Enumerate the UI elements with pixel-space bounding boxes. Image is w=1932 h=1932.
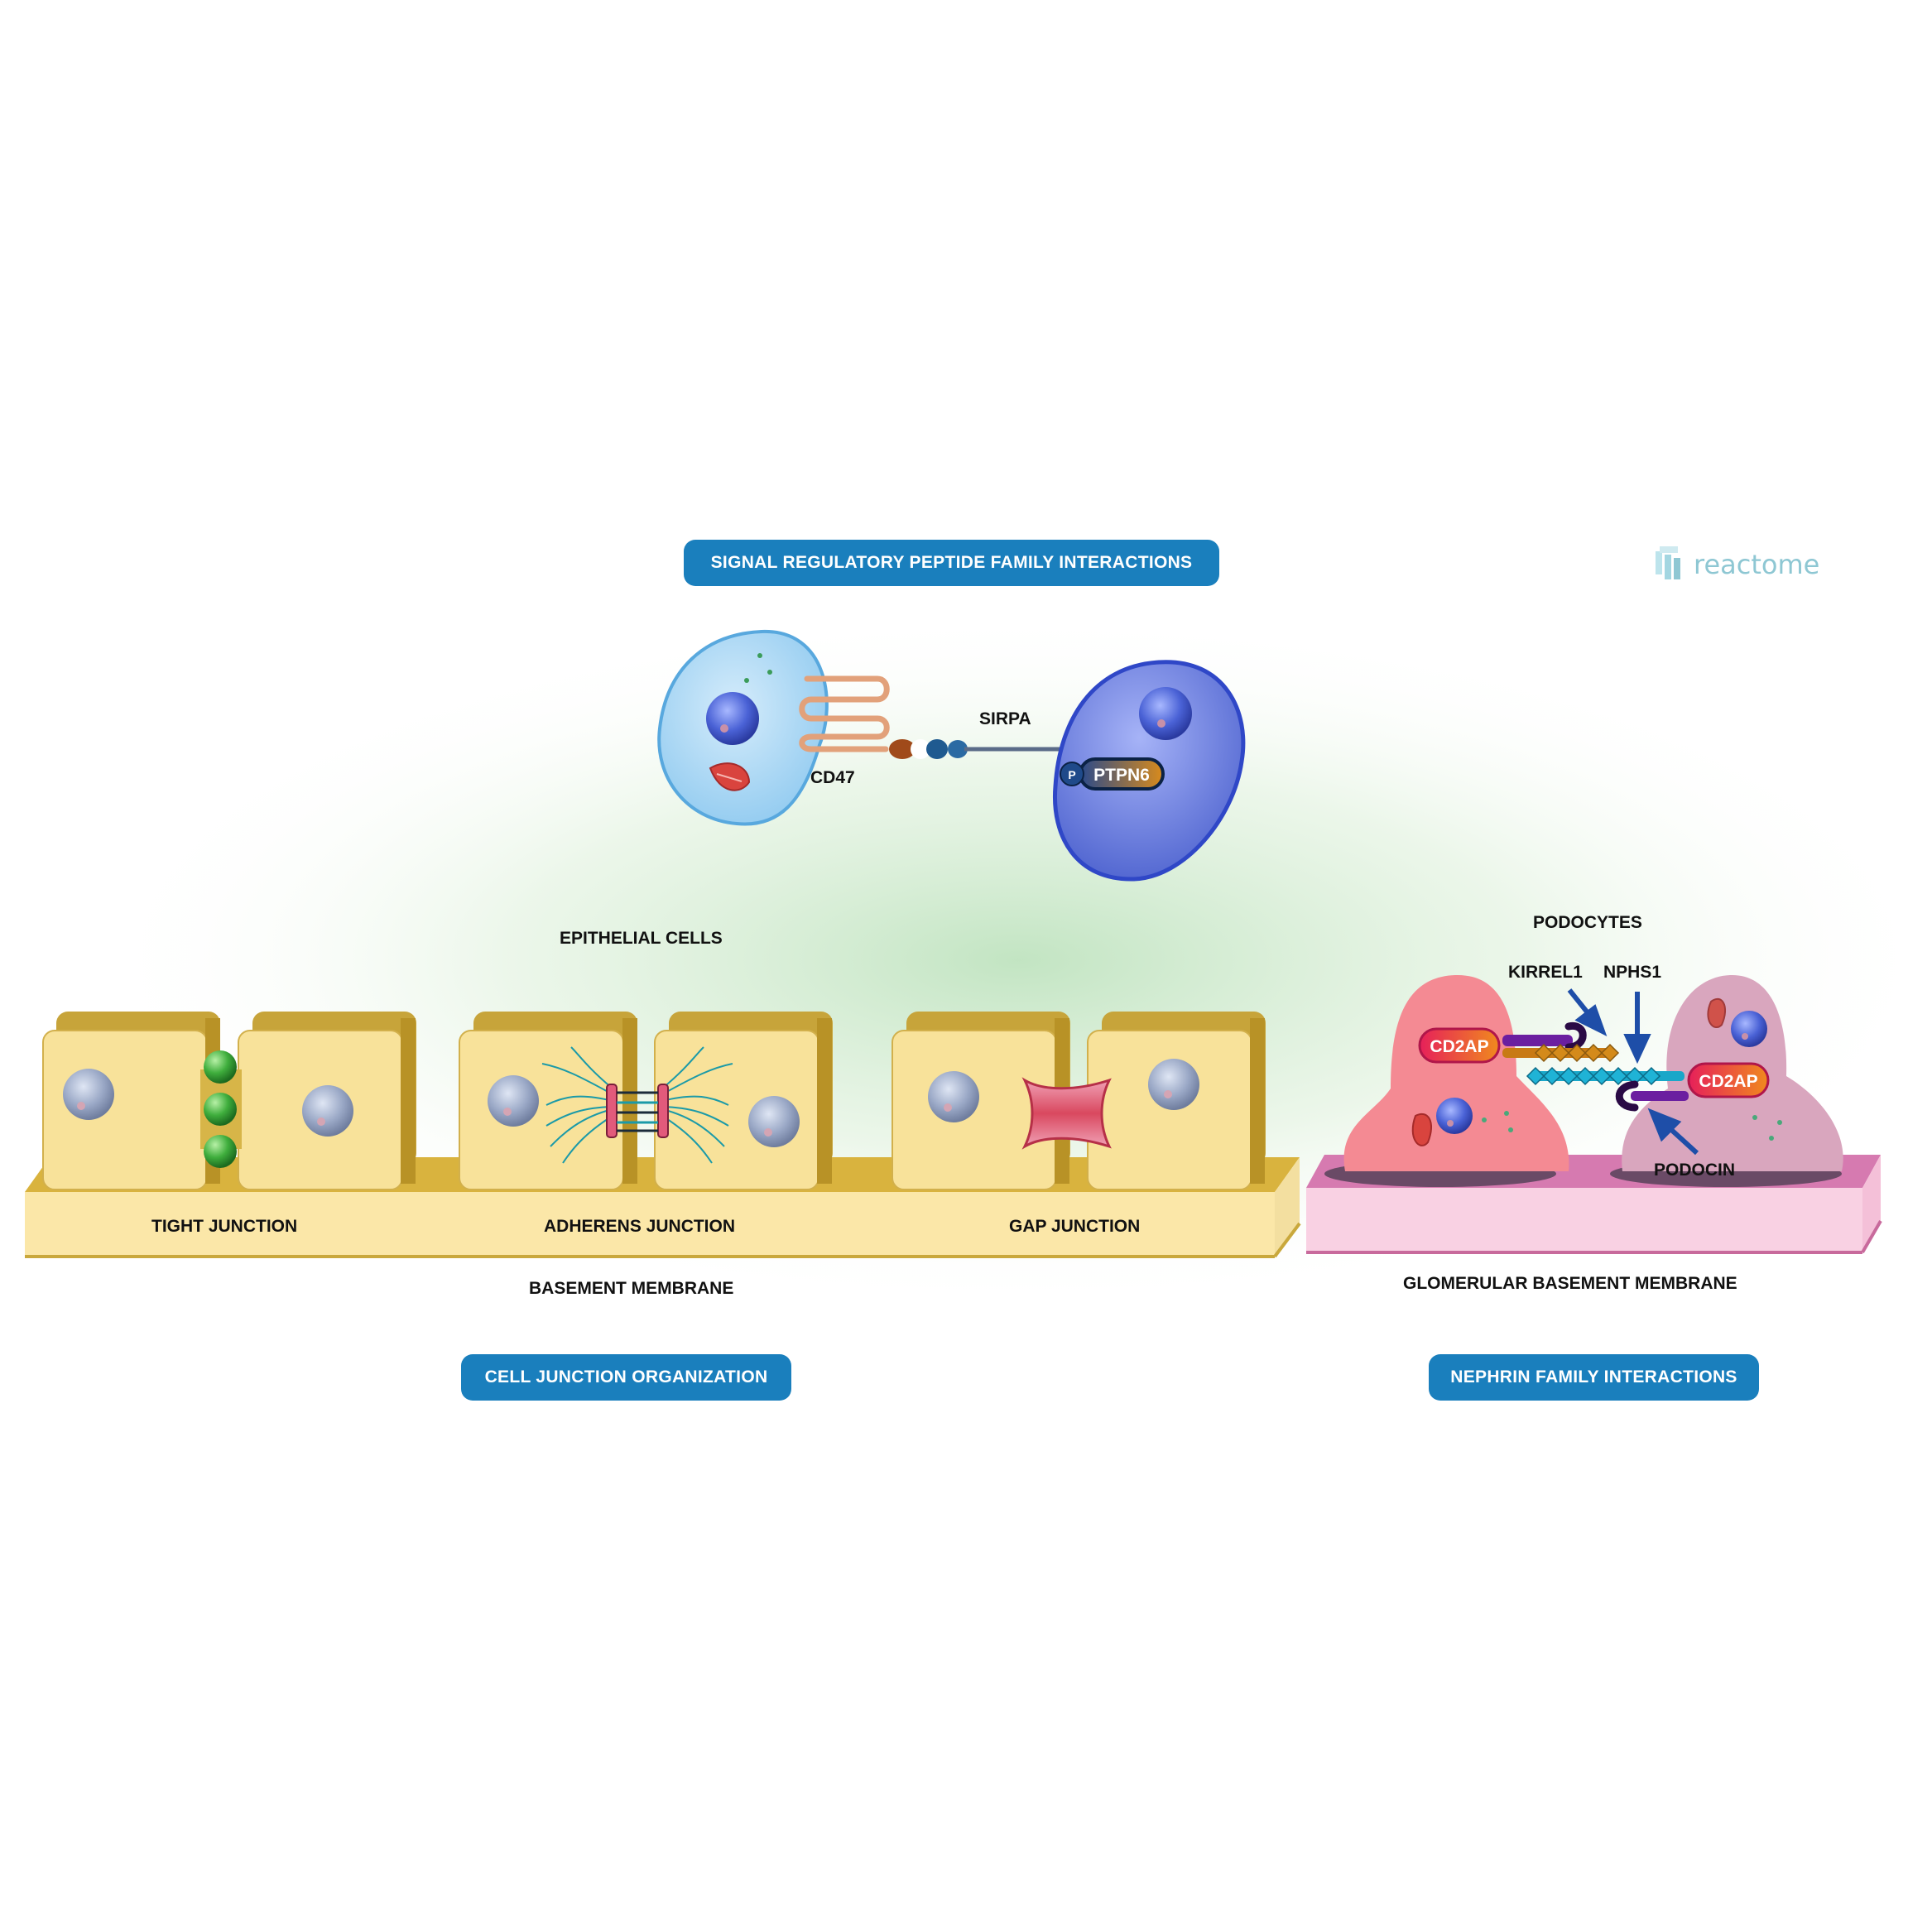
gap-junction-label: GAP JUNCTION [1009,1217,1140,1237]
adherens-junction-label: ADHERENS JUNCTION [544,1217,735,1237]
signal-regulatory-pathway-button[interactable]: SIGNAL REGULATORY PEPTIDE FAMILY INTERAC… [684,540,1219,586]
phospho-label: P [1068,768,1075,781]
podocin-label: PODOCIN [1654,1161,1735,1180]
epithelial-cell-4 [655,1012,833,1189]
cd47-label: CD47 [810,768,855,788]
tight-junction-proteins [200,1050,242,1168]
kirrel1-label: KIRREL1 [1508,963,1583,983]
cell-junction-pathway-button[interactable]: CELL JUNCTION ORGANIZATION [461,1354,791,1401]
gap-junction-channel [1025,1080,1109,1146]
podocytes-label: PODOCYTES [1533,913,1642,933]
epithelial-cell-6 [1088,1012,1266,1189]
basement-membrane-label: BASEMENT MEMBRANE [529,1279,733,1299]
epithelial-cell-1 [43,1012,220,1189]
nephrin-pathway-button[interactable]: NEPHRIN FAMILY INTERACTIONS [1429,1354,1759,1401]
epithelial-cell-2 [238,1012,416,1189]
nphs1-label: NPHS1 [1603,963,1661,983]
ptpn6-label: PTPN6 [1093,766,1150,785]
reactome-logo-text: reactome [1694,549,1819,580]
cd2ap-left-label: CD2AP [1430,1037,1488,1056]
reactome-brand: reactome [1656,546,1819,583]
cd2ap-right-label: CD2AP [1699,1072,1757,1091]
sirpa-label: SIRPA [979,709,1031,729]
tight-junction-label: TIGHT JUNCTION [151,1217,297,1237]
glomerular-basement-membrane-label: GLOMERULAR BASEMENT MEMBRANE [1403,1274,1737,1294]
epithelial-cells-label: EPITHELIAL CELLS [560,929,723,949]
